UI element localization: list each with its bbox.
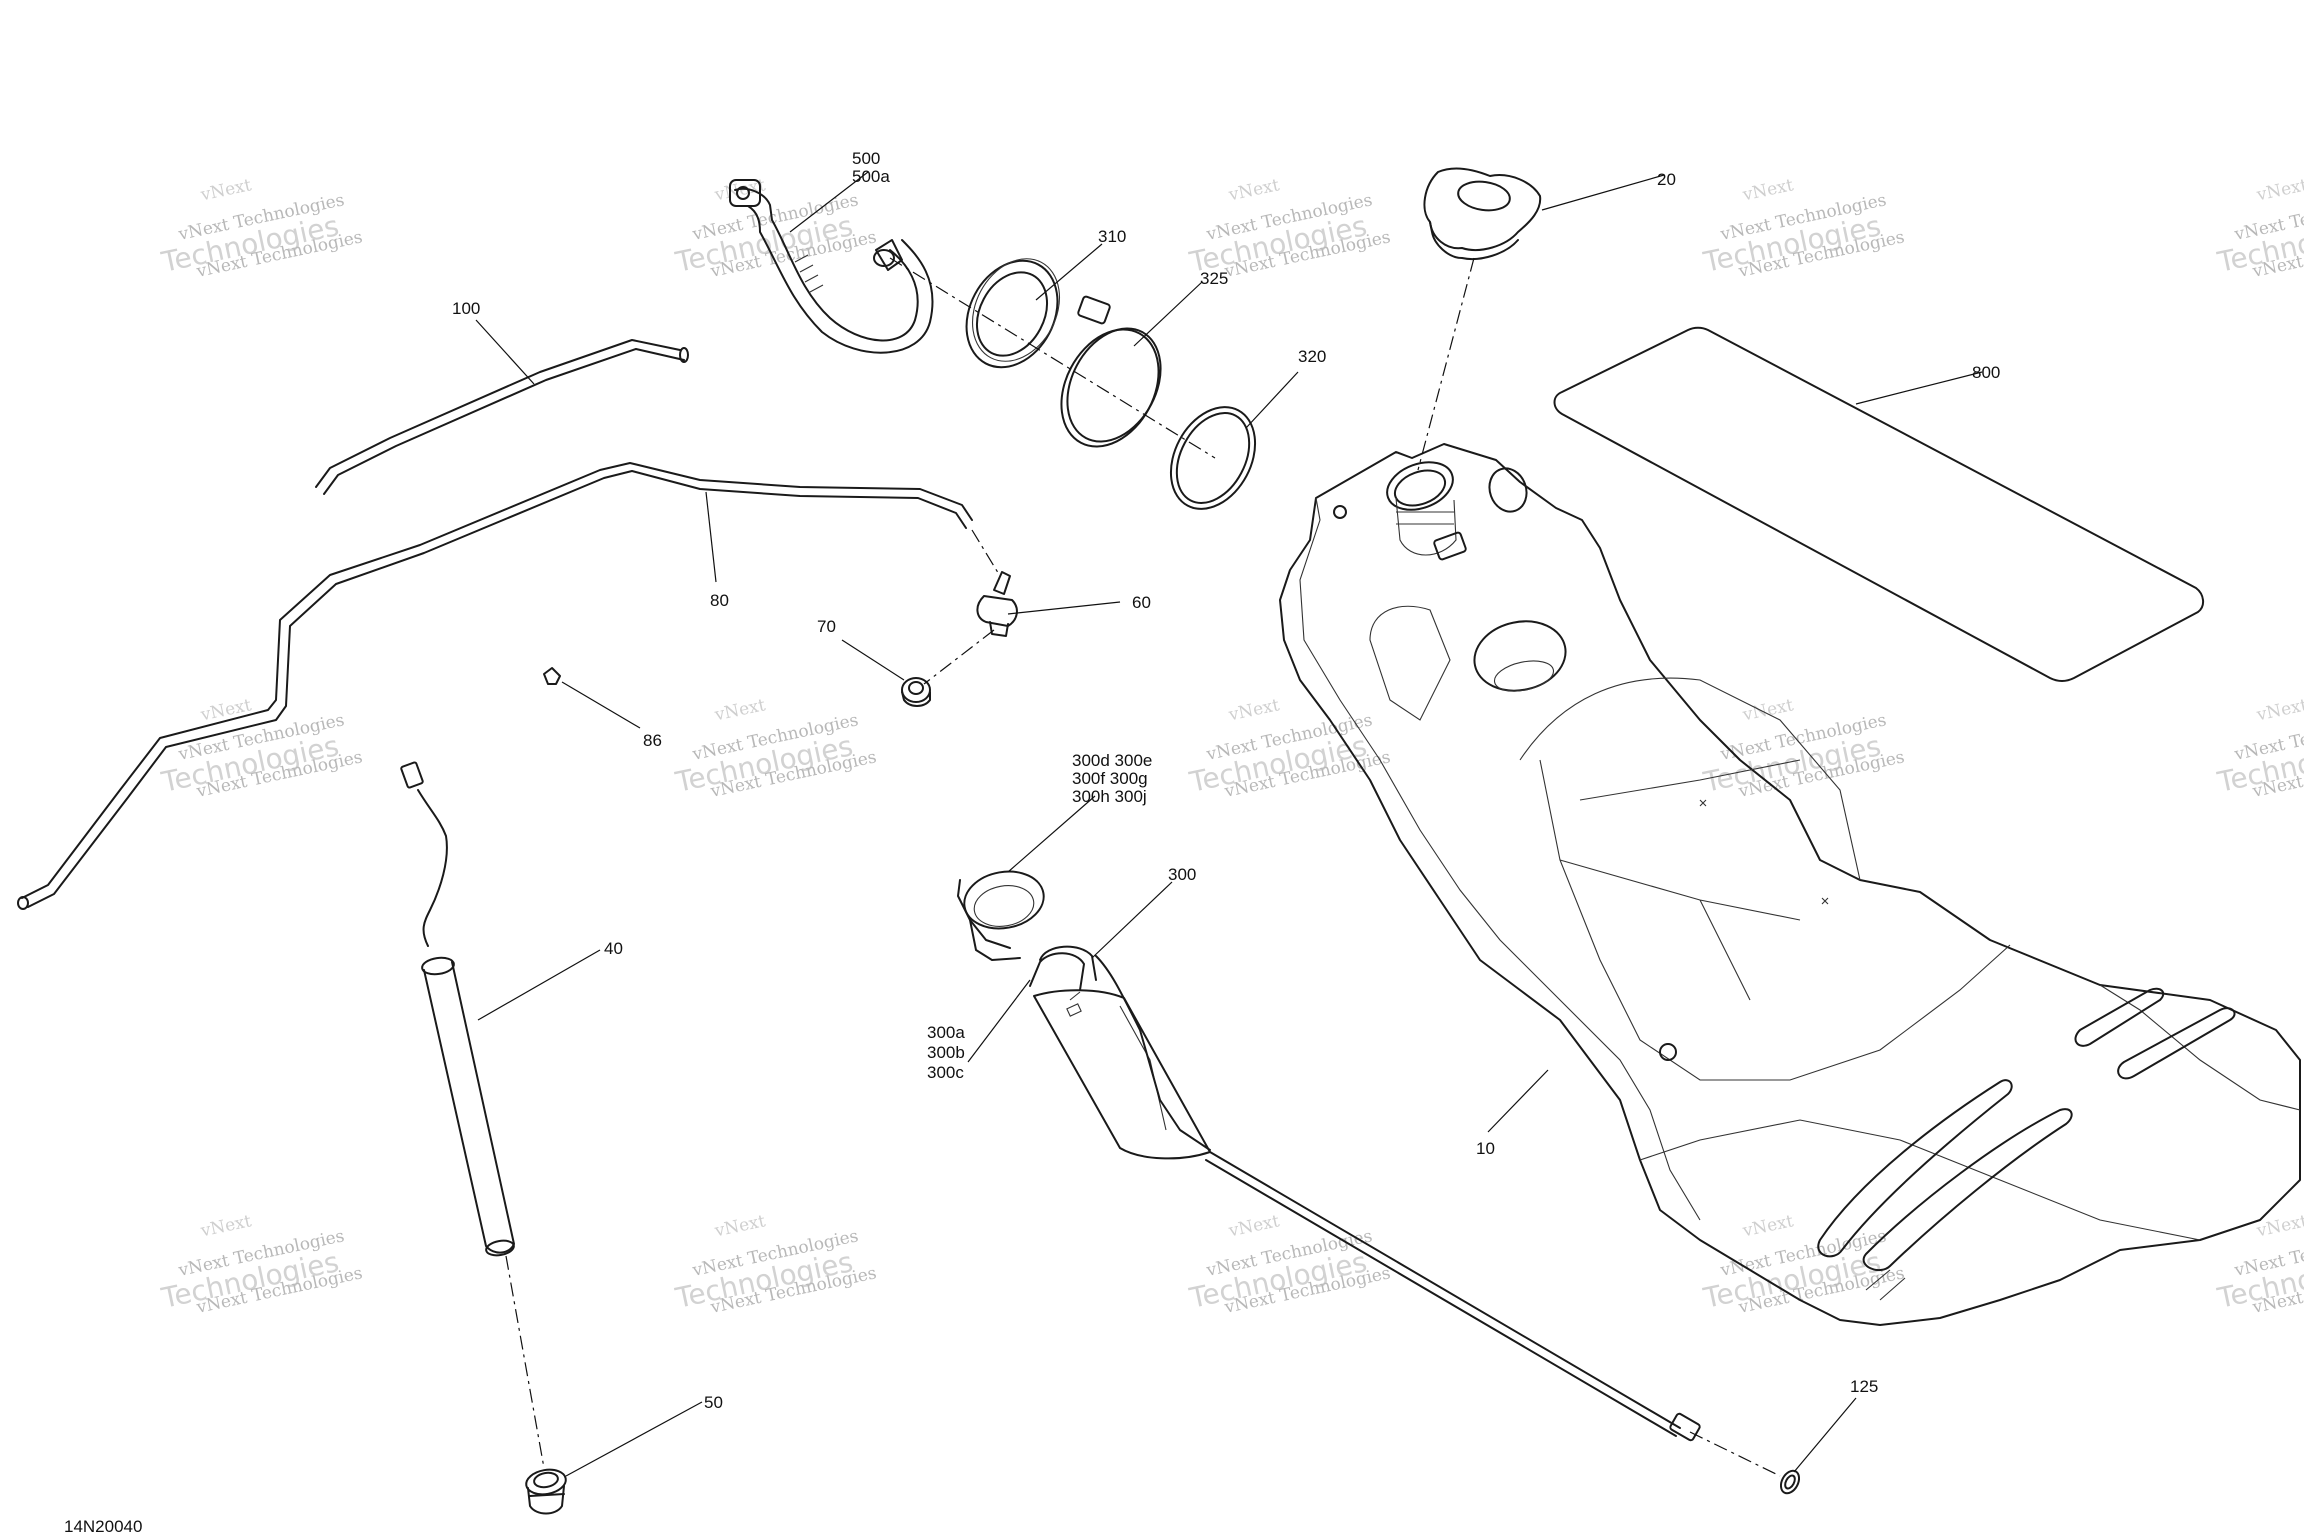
o-ring-320: [1169, 406, 1257, 510]
vent-tube-80: [17, 462, 973, 910]
watermark-text-top: vNext: [1226, 695, 1281, 725]
watermark-text-top: vNext: [1740, 175, 1795, 205]
watermark-text-top: vNext: [1226, 1211, 1281, 1241]
watermark-text-top: vNext: [2254, 175, 2304, 205]
watermark-text-top: vNext: [1226, 175, 1281, 205]
callout-300c: 300c: [927, 1063, 964, 1082]
leader-lines: [475, 171, 1983, 1477]
clamp-325: [1060, 295, 1162, 448]
lock-ring-310: [965, 258, 1061, 369]
callout-60: 60: [1132, 593, 1151, 612]
pad-800: [1553, 326, 2204, 682]
callout-labels: 500 500a 20 310 325 320 100 800 80 60 70…: [452, 149, 2000, 1412]
grommet-70: [901, 677, 931, 707]
callout-10: 10: [1476, 1139, 1495, 1158]
vent-tube-100: [315, 339, 689, 495]
alignment-lines: [505, 257, 1781, 1477]
valve-60: [976, 571, 1018, 637]
callout-70: 70: [817, 617, 836, 636]
callout-50: 50: [704, 1393, 723, 1412]
watermark-text-top: vNext: [2254, 695, 2304, 725]
sensor-40: [400, 761, 515, 1257]
fuel-tank-10: [1279, 443, 2301, 1326]
callout-300-row3: 300h 300j: [1072, 787, 1147, 806]
callout-20: 20: [1657, 170, 1676, 189]
fuel-cap-20: [1423, 167, 1542, 260]
callout-800: 800: [1972, 363, 2000, 382]
plug-50: [525, 1468, 567, 1515]
callout-86: 86: [643, 731, 662, 750]
callout-125: 125: [1850, 1377, 1878, 1396]
watermark-text-top: vNext: [712, 695, 767, 725]
watermark-text-top: vNext: [198, 175, 253, 205]
callout-325: 325: [1200, 269, 1228, 288]
callout-320: 320: [1298, 347, 1326, 366]
watermark-text-top: vNext: [198, 1211, 253, 1241]
callout-300b: 300b: [927, 1043, 965, 1062]
watermark-text-top: vNext: [712, 1211, 767, 1241]
watermark-text-top: vNext: [1740, 1211, 1795, 1241]
ring-125: [1779, 1469, 1801, 1495]
callout-310: 310: [1098, 227, 1126, 246]
callout-500a: 500a: [852, 167, 890, 186]
watermark-text-top: vNext: [2254, 1211, 2304, 1241]
diagram-id: 14N20040: [64, 1517, 142, 1536]
callout-300-row1: 300d 300e: [1072, 751, 1152, 770]
watermark-text-top: vNext: [1740, 695, 1795, 725]
filler-hose-500: [729, 179, 934, 354]
callout-40: 40: [604, 939, 623, 958]
clip-86: [543, 667, 561, 685]
callout-500: 500: [852, 149, 880, 168]
callout-300: 300: [1168, 865, 1196, 884]
callout-100: 100: [452, 299, 480, 318]
callout-300a: 300a: [927, 1023, 965, 1042]
callout-300-row2: 300f 300g: [1072, 769, 1148, 788]
fuel-pump-300: [957, 870, 1701, 1442]
callout-80: 80: [710, 591, 729, 610]
